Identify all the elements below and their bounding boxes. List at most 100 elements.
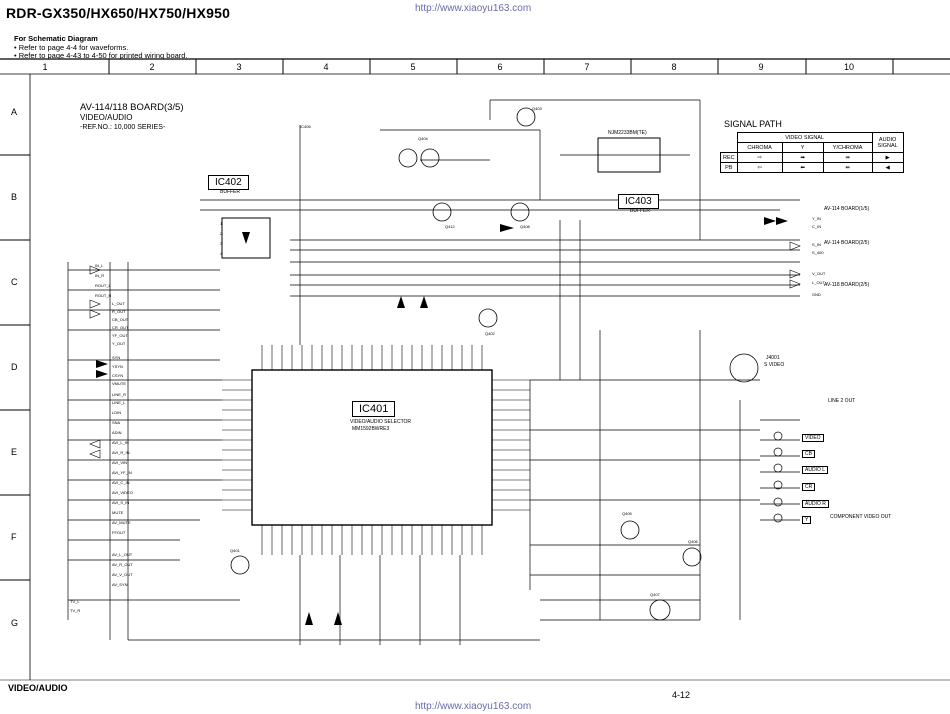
to-board-2: AV-114 BOARD(2/5) xyxy=(824,240,870,246)
svg-text:Q407: Q407 xyxy=(650,592,661,597)
svg-text:L_OUT: L_OUT xyxy=(112,301,125,306)
board-title: AV-114/118 BOARD(3/5) VIDEO/AUDIO -REF.N… xyxy=(80,103,184,133)
svg-text:AVI_VIDEO: AVI_VIDEO xyxy=(112,490,133,495)
svg-text:AVI_R_IN: AVI_R_IN xyxy=(112,450,130,455)
to-board-3: AV-118 BOARD(2/5) xyxy=(824,282,870,288)
page-title: RDR-GX350/HX650/HX750/HX950 xyxy=(6,5,231,21)
board-ref: -REF.NO.: 10,000 SERIES- xyxy=(80,124,166,131)
svg-text:VMUTE: VMUTE xyxy=(112,381,126,386)
svg-text:2: 2 xyxy=(220,231,223,236)
grid-col-5: 5 xyxy=(410,62,416,72)
grid-row-a: A xyxy=(11,107,18,117)
footer-section: VIDEO/AUDIO xyxy=(8,683,68,693)
sp-arrow-rec-audio: ▶ xyxy=(871,152,904,163)
header-url[interactable]: http://www.xiaoyu163.com xyxy=(415,3,532,14)
sp-col-ychroma: Y/CHROMA xyxy=(822,142,873,153)
svg-text:AV_V_OUT: AV_V_OUT xyxy=(112,572,133,577)
svg-text:L_OUT: L_OUT xyxy=(812,280,825,285)
j4001-label: J4001 xyxy=(766,355,780,361)
svg-text:LINE_L: LINE_L xyxy=(112,400,126,405)
svg-text:SNA: SNA xyxy=(112,420,121,425)
svg-text:ROUT_R: ROUT_R xyxy=(95,293,112,298)
grid-row-g: G xyxy=(11,618,19,628)
svg-text:TV_L: TV_L xyxy=(70,599,80,604)
svg-text:AVI_YF_IN: AVI_YF_IN xyxy=(112,470,132,475)
note-waveforms: • Refer to page 4-4 for waveforms. xyxy=(14,42,129,52)
svg-text:CR_OUT: CR_OUT xyxy=(112,325,129,330)
out-audio-l: AUDIO L xyxy=(802,466,829,474)
svg-text:V_OUT: V_OUT xyxy=(812,271,826,276)
grid-col-8: 8 xyxy=(671,62,677,72)
sp-row-pb: PB xyxy=(720,162,738,173)
grid-row-c: C xyxy=(11,277,18,287)
sp-arrow-pb-y: ⬅ xyxy=(781,162,824,173)
grid-row-b: B xyxy=(11,192,18,202)
notes-title: For Schematic Diagram xyxy=(14,34,98,43)
sp-arrow-pb-ychroma: ⇚ xyxy=(822,162,873,173)
out-video: VIDEO xyxy=(802,434,824,442)
svg-text:Q412: Q412 xyxy=(445,224,456,229)
svg-text:Q405: Q405 xyxy=(622,511,633,516)
ic401-label: IC401 xyxy=(352,401,396,417)
grid-row-e: E xyxy=(11,447,18,457)
svg-text:S_IN: S_IN xyxy=(812,242,821,247)
out-cb: CB xyxy=(802,450,815,458)
ic401-number: MM1592BWRE3 xyxy=(352,426,390,432)
svg-text:YSYN: YSYN xyxy=(112,364,123,369)
out-y: Y xyxy=(802,516,812,524)
svg-text:IC406: IC406 xyxy=(300,124,311,129)
svg-text:Q401: Q401 xyxy=(230,548,241,553)
sp-row-rec: REC xyxy=(720,152,738,163)
line2-out-label: LINE 2 OUT xyxy=(828,398,856,404)
component-out-label: COMPONENT VIDEO OUT xyxy=(830,514,892,520)
footer-url[interactable]: http://www.xiaoyu163.com xyxy=(415,701,532,712)
svg-text:LDIN: LDIN xyxy=(112,410,121,415)
board-function: VIDEO/AUDIO xyxy=(80,113,133,122)
out-audio-r: AUDIO R xyxy=(802,500,829,508)
sp-arrow-rec-chroma: ⇨ xyxy=(736,152,783,163)
svg-text:TV_R: TV_R xyxy=(70,608,80,613)
sp-arrow-pb-audio: ◀ xyxy=(871,162,904,173)
sp-arrow-rec-y: ➡ xyxy=(781,152,824,163)
svg-text:AVI_VIN: AVI_VIN xyxy=(112,460,127,465)
ic402-part: BUFFER xyxy=(220,189,240,195)
svg-text:Q408: Q408 xyxy=(520,224,531,229)
signal-path-title: SIGNAL PATH xyxy=(724,119,782,129)
svg-text:AVI_S_IN: AVI_S_IN xyxy=(112,500,129,505)
svg-text:4: 4 xyxy=(220,251,223,256)
ic403-number: NJM2233BM(TE) xyxy=(608,130,647,136)
svg-text:Y_IN: Y_IN xyxy=(812,216,821,221)
sp-col-chroma: CHROMA xyxy=(736,142,783,153)
to-board-1: AV-114 BOARD(1/5) xyxy=(824,206,870,212)
note-pwb: • Refer to page 4-43 to 4-50 for printed… xyxy=(14,51,188,61)
ic402-label: IC402 xyxy=(208,175,249,190)
svg-text:3: 3 xyxy=(220,241,223,246)
grid-col-3: 3 xyxy=(236,62,242,72)
grid-row-f: F xyxy=(11,532,17,542)
svg-text:AV_SYN: AV_SYN xyxy=(112,582,128,587)
svg-text:C_IN: C_IN xyxy=(812,224,821,229)
svg-text:CSYN: CSYN xyxy=(112,373,123,378)
grid-col-9: 9 xyxy=(758,62,764,72)
schematic-notes: For Schematic Diagram • Refer to page 4-… xyxy=(14,34,188,61)
svg-text:YF_OUT: YF_OUT xyxy=(112,333,128,338)
svg-text:IN_R: IN_R xyxy=(95,273,104,278)
out-cr: CR xyxy=(802,483,816,491)
svg-text:MUTE: MUTE xyxy=(112,510,124,515)
svg-text:Y_OUT: Y_OUT xyxy=(112,341,126,346)
ic401-part: VIDEO/AUDIO SELECTOR xyxy=(350,419,412,425)
grid-col-1: 1 xyxy=(42,62,48,72)
board-name: AV-114/118 BOARD(3/5) xyxy=(80,102,184,113)
sp-arrow-pb-chroma: ⇦ xyxy=(736,162,783,173)
grid-col-7: 7 xyxy=(584,62,590,72)
svg-text:Q406: Q406 xyxy=(688,539,699,544)
svg-text:AV_R_OUT: AV_R_OUT xyxy=(112,562,133,567)
grid-row-d: D xyxy=(11,362,18,372)
signal-path-table: VIDEO SIGNAL AUDIO SIGNAL CHROMA Y Y/CHR… xyxy=(720,132,904,173)
grid-col-2: 2 xyxy=(149,62,155,72)
svg-text:FFOUT: FFOUT xyxy=(112,530,126,535)
svg-text:AVI_L_IN: AVI_L_IN xyxy=(112,440,129,445)
svg-text:R_OUT: R_OUT xyxy=(112,309,126,314)
ic403-label: IC403 xyxy=(618,194,659,209)
